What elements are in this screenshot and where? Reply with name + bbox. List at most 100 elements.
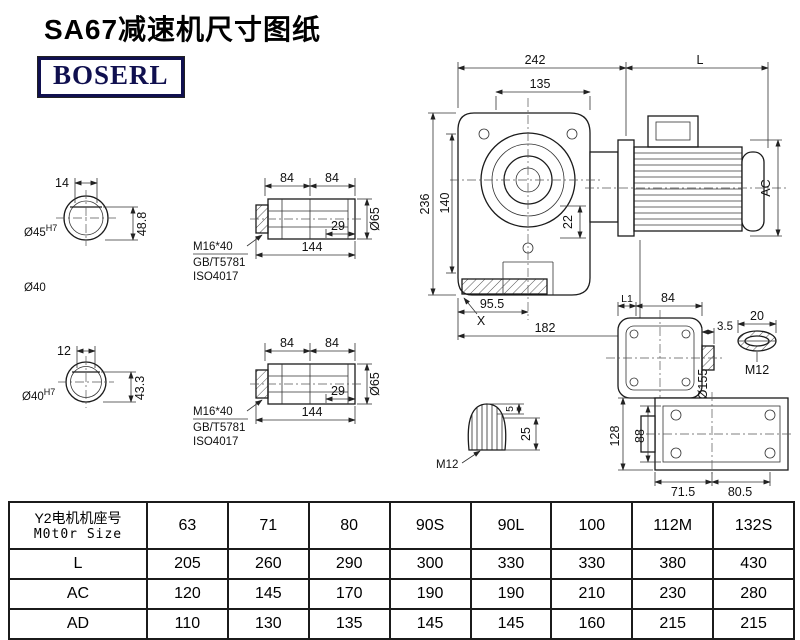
table-cell: 330	[469, 548, 553, 580]
dim-seg2: 84	[325, 336, 339, 350]
dim-step: 29	[331, 219, 345, 233]
dim-shaft-dia: Ø65	[368, 372, 382, 396]
dim-height-total: 236	[418, 194, 432, 215]
table-cell: 190	[388, 578, 472, 610]
table-cell: 145	[226, 578, 310, 610]
table-cell: 135	[307, 608, 391, 640]
size-column-header: 71	[226, 501, 310, 550]
table-row-L: L 205 260 290 300 330 330 380 430	[8, 548, 795, 580]
standard-iso-label: ISO4017	[193, 436, 238, 448]
shaft-end-view-bottom: 12 43.3 Ø40H7	[22, 344, 147, 408]
dim-inner-height: 88	[633, 429, 647, 443]
dim-step: 29	[331, 384, 345, 398]
dim-base-width: 182	[535, 321, 556, 335]
dim-face-height: 140	[438, 193, 452, 214]
size-column-header: 100	[550, 501, 634, 550]
table-cell: 205	[146, 548, 229, 580]
size-column-header: 132S	[712, 501, 795, 550]
table-cell: 260	[226, 548, 310, 580]
dim-base-left: 71.5	[671, 485, 695, 499]
dim-base-height: 128	[608, 426, 622, 447]
dim-l1: L1	[621, 293, 633, 305]
table-cell: 330	[550, 548, 634, 580]
standard-gb-label: GB/T5781	[193, 257, 245, 269]
table-cell: 170	[307, 578, 391, 610]
dim-84: 84	[661, 291, 675, 305]
dim-base-right: 80.5	[728, 485, 752, 499]
dim-seg2: 84	[325, 171, 339, 185]
dim-keyway-width: 14	[55, 176, 69, 190]
row-label: AD	[8, 608, 148, 640]
dim-center-offset: 95.5	[480, 297, 504, 311]
dim-20: 20	[750, 309, 764, 323]
bore-diameter-label: Ø45H7	[24, 223, 57, 239]
bolt-spec-label: M16*40	[193, 241, 233, 253]
dim-keyway-width: 12	[57, 344, 71, 358]
dim-motor-diameter: AC	[759, 179, 773, 196]
page-title: SA67减速机尺寸图纸	[44, 14, 322, 45]
gearbox-main-view: 242 L 135 236 140 22 AC 95.5 182 X	[418, 53, 786, 340]
table-cell: 120	[146, 578, 229, 610]
shaft-diameter-label: Ø40	[24, 282, 46, 294]
table-cell: 215	[712, 608, 795, 640]
row-label: L	[8, 548, 148, 580]
table-cell: 230	[631, 578, 715, 610]
shaft-side-view-bottom: 84 84 29 144 Ø65 M16*40 GB/T5781 ISO4017	[193, 336, 382, 448]
dim-motor-length: L	[697, 53, 704, 67]
dim-seg1: 84	[280, 171, 294, 185]
table-row-AC: AC 120 145 170 190 190 210 230 280	[8, 578, 795, 610]
table-cell: 215	[631, 608, 715, 640]
size-column-header: 90L	[469, 501, 553, 550]
bolt-spec-label: M16*40	[193, 406, 233, 418]
table-cell: 430	[712, 548, 795, 580]
dim-bore-depth: 48.8	[135, 212, 149, 236]
standard-gb-label: GB/T5781	[193, 422, 245, 434]
dim-seg1: 84	[280, 336, 294, 350]
gearbox-side-view: L1 84 3.5 Ø155 20 M12	[606, 291, 777, 404]
size-column-header: 80	[307, 501, 391, 550]
dim-total: 144	[302, 240, 323, 254]
row-label: AC	[8, 578, 148, 610]
table-cell: 130	[226, 608, 310, 640]
size-column-header: 90S	[388, 501, 472, 550]
dim-inner-width: 135	[530, 77, 551, 91]
table-cell: 300	[388, 548, 472, 580]
table-cell: 280	[712, 578, 795, 610]
gearbox-bottom-view: 128 88 71.5 80.5	[608, 392, 794, 499]
dim-shaft-dia: Ø65	[368, 207, 382, 231]
dim-key-width: 25	[519, 427, 533, 441]
dim-housing-width: 242	[525, 53, 546, 67]
shaft-end-view-top: 14 48.8 Ø45H7	[24, 176, 149, 246]
size-column-header: 63	[146, 501, 229, 550]
size-column-header: 112M	[631, 501, 715, 550]
bore-diameter-label: Ø40H7	[22, 387, 55, 403]
table-cell: 210	[550, 578, 634, 610]
keyway-detail: 5 25 M12	[436, 403, 540, 471]
table-cell: 145	[388, 608, 472, 640]
dim-bore-depth: 43.3	[133, 376, 147, 400]
shaft-side-view-top: 84 84 29 144 Ø65 M16*40 GB/T5781 ISO4017	[193, 171, 382, 283]
table-cell: 160	[550, 608, 634, 640]
standard-iso-label: ISO4017	[193, 271, 238, 283]
table-cell: 110	[146, 608, 229, 640]
dim-total: 144	[302, 405, 323, 419]
brand-logo: BOSERL	[38, 57, 184, 97]
table-cell: 290	[307, 548, 391, 580]
motor-frame-label-cn: Y2电机机座号	[34, 509, 122, 526]
table-header-row: Y2电机机座号 M0t0r Size 63 71 80 90S 90L 100 …	[8, 501, 795, 550]
motor-frame-label-en: M0t0r Size	[33, 526, 123, 542]
table-cell: 190	[469, 578, 553, 610]
dim-key-depth: 5	[504, 406, 516, 412]
table-cell: 380	[631, 548, 715, 580]
dim-3-5: 3.5	[717, 321, 733, 333]
technical-drawing: 14 48.8 Ø45H7 Ø40 12 43.3 Ø40H7	[22, 53, 794, 499]
dim-flange-thickness: 22	[561, 215, 575, 229]
table-corner-cell: Y2电机机座号 M0t0r Size	[8, 501, 148, 550]
corner-reference-label: X	[477, 314, 486, 328]
table-cell: 145	[469, 608, 553, 640]
dim-flange-diameter: Ø155	[696, 369, 710, 400]
motor-dimension-table: Y2电机机座号 M0t0r Size 63 71 80 90S 90L 100 …	[8, 501, 795, 640]
thread-label: M12	[745, 363, 769, 377]
thread-label: M12	[436, 459, 458, 471]
table-row-AD: AD 110 130 135 145 145 160 215 215	[8, 608, 795, 640]
